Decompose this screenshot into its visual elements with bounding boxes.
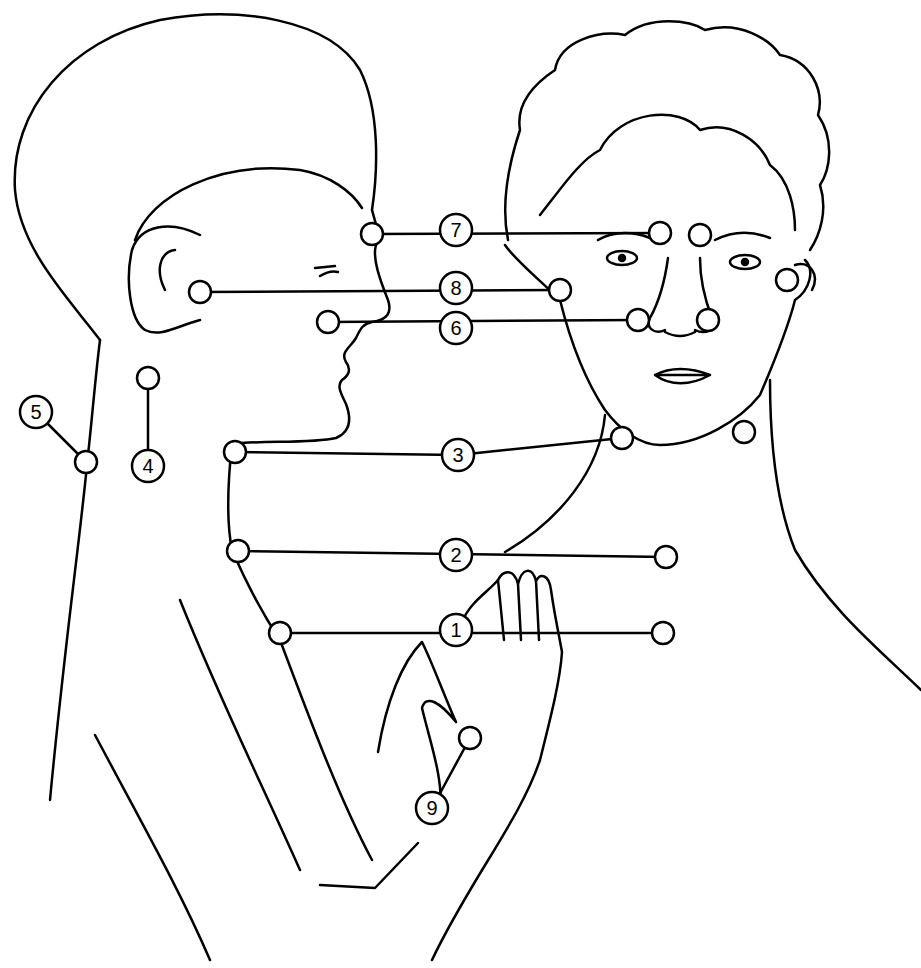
leader-line <box>328 320 638 322</box>
man-ear <box>129 227 200 333</box>
circle-shape <box>440 272 472 304</box>
point-marker <box>361 223 383 245</box>
hand-outline <box>432 571 562 960</box>
woman-neck <box>505 415 605 552</box>
point-marker <box>75 451 97 473</box>
point-marker <box>269 622 291 644</box>
point-marker <box>733 421 755 443</box>
point-marker <box>459 727 481 749</box>
callout-number: 8 <box>450 278 461 298</box>
man-shoulder <box>180 600 300 870</box>
callout-number: 1 <box>450 620 461 640</box>
leader-line <box>235 438 622 455</box>
callout-circle: 4 <box>130 448 166 484</box>
circle-shape <box>440 539 472 571</box>
point-marker <box>549 279 571 301</box>
man-back <box>95 735 210 960</box>
callout-circle: 8 <box>438 270 474 306</box>
point-marker <box>776 269 798 291</box>
point-marker <box>611 427 633 449</box>
leader-line <box>372 233 660 234</box>
circle-shape <box>440 312 472 344</box>
man-eye <box>315 266 338 276</box>
circle-shape <box>20 396 52 428</box>
point-marker <box>652 622 674 644</box>
point-marker <box>655 546 677 568</box>
callout-circle: 6 <box>438 310 474 346</box>
point-marker <box>697 309 719 331</box>
callout-number: 7 <box>450 220 461 240</box>
circle-shape <box>132 450 164 482</box>
callout-circle: 1 <box>438 612 474 648</box>
circle-shape <box>440 614 472 646</box>
callout-circle: 9 <box>414 790 450 826</box>
man-neck-back <box>50 340 100 800</box>
callout-number: 2 <box>450 545 461 565</box>
leader-line <box>200 290 560 292</box>
callout-circle: 5 <box>18 394 54 430</box>
woman-face <box>505 245 810 445</box>
woman-pupil <box>742 259 748 265</box>
point-marker <box>224 441 246 463</box>
woman-eye <box>730 255 760 269</box>
circle-shape <box>416 792 448 824</box>
woman-hair <box>505 21 829 250</box>
point-marker <box>649 222 671 244</box>
woman-shoulder <box>770 380 921 690</box>
woman-eye <box>607 251 637 265</box>
point-marker <box>317 311 339 333</box>
circle-shape <box>440 214 472 246</box>
man-hairline <box>135 168 362 240</box>
point-marker <box>189 281 211 303</box>
callout-number: 3 <box>452 445 463 465</box>
callout-circle: 2 <box>438 537 474 573</box>
circle-shape <box>442 439 474 471</box>
point-marker <box>627 309 649 331</box>
callout-circle: 7 <box>438 212 474 248</box>
point-marker <box>689 224 711 246</box>
woman-pupil <box>619 255 625 261</box>
point-marker <box>137 367 159 389</box>
callout-circle: 3 <box>440 437 476 473</box>
callout-number: 9 <box>426 798 437 818</box>
woman-fringe <box>540 115 795 230</box>
hand-fingers <box>498 580 539 640</box>
man-forearm <box>320 843 418 888</box>
man-face-profile <box>232 210 389 444</box>
man-chest <box>228 444 372 860</box>
callout-number: 6 <box>450 318 461 338</box>
callout-number: 5 <box>30 402 41 422</box>
woman-mouth <box>655 369 710 383</box>
callout-number: 4 <box>142 456 153 476</box>
point-marker <box>227 540 249 562</box>
